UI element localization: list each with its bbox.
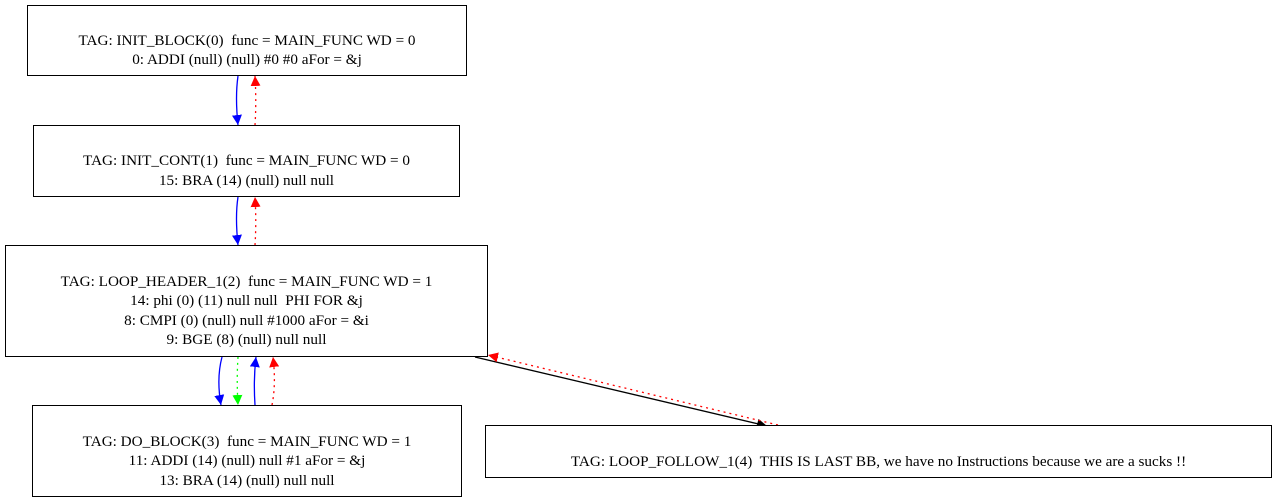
- edge-loop-header-to-do-block-dominator: [232, 356, 243, 406]
- edge-init-cont-to-loop-header: [231, 196, 242, 246]
- node-init-cont: TAG: INIT_CONT(1) func = MAIN_FUNC WD = …: [33, 125, 460, 197]
- node-instruction-line: 11: ADDI (14) (null) null #1 aFor = &j: [128, 452, 366, 469]
- node-instruction-line: 14: phi (0) (11) null null PHI FOR &j: [130, 292, 363, 310]
- node-tag-line: TAG: INIT_BLOCK(0) func = MAIN_FUNC WD =…: [78, 31, 416, 49]
- edge-loop-follow-to-loop-header: [487, 352, 779, 426]
- edge-loop-header-to-do-block: [214, 356, 225, 406]
- node-do-block: TAG: DO_BLOCK(3) func = MAIN_FUNC WD = 1…: [32, 405, 462, 497]
- node-instruction-line: 13: BRA (14) (null) null null: [159, 471, 335, 489]
- edge-loop-header-to-init-cont: [250, 196, 261, 246]
- edge-init-block-to-init-cont: [231, 75, 242, 126]
- edge-init-cont-to-init-block: [250, 75, 261, 126]
- node-tag-line: TAG: LOOP_HEADER_1(2) func = MAIN_FUNC W…: [60, 272, 433, 290]
- edge-do-block-to-loop-header: [249, 356, 260, 406]
- node-instruction-line: 0: ADDI (null) (null) #0 #0 aFor = &j: [132, 51, 362, 69]
- edge-loop-header-to-loop-follow: [474, 356, 768, 429]
- node-init-block: TAG: INIT_BLOCK(0) func = MAIN_FUNC WD =…: [27, 5, 467, 76]
- node-tag-line: TAG: LOOP_FOLLOW_1(4) THIS IS LAST BB, w…: [570, 452, 1187, 470]
- node-tag-line: TAG: DO_BLOCK(3) func = MAIN_FUNC WD = 1: [82, 432, 412, 450]
- node-instruction-line: 9: BGE (8) (null) null null: [166, 331, 327, 349]
- node-loop-header: TAG: LOOP_HEADER_1(2) func = MAIN_FUNC W…: [5, 245, 488, 357]
- node-tag-line: TAG: INIT_CONT(1) func = MAIN_FUNC WD = …: [83, 152, 410, 170]
- node-instruction-line: 15: BRA (14) (null) null null: [158, 171, 335, 189]
- node-instruction-line: 8: CMPI (0) (null) null #1000 aFor = &i: [124, 311, 369, 329]
- edge-do-block-to-loop-header-pred: [269, 356, 280, 406]
- node-loop-follow: TAG: LOOP_FOLLOW_1(4) THIS IS LAST BB, w…: [485, 425, 1272, 478]
